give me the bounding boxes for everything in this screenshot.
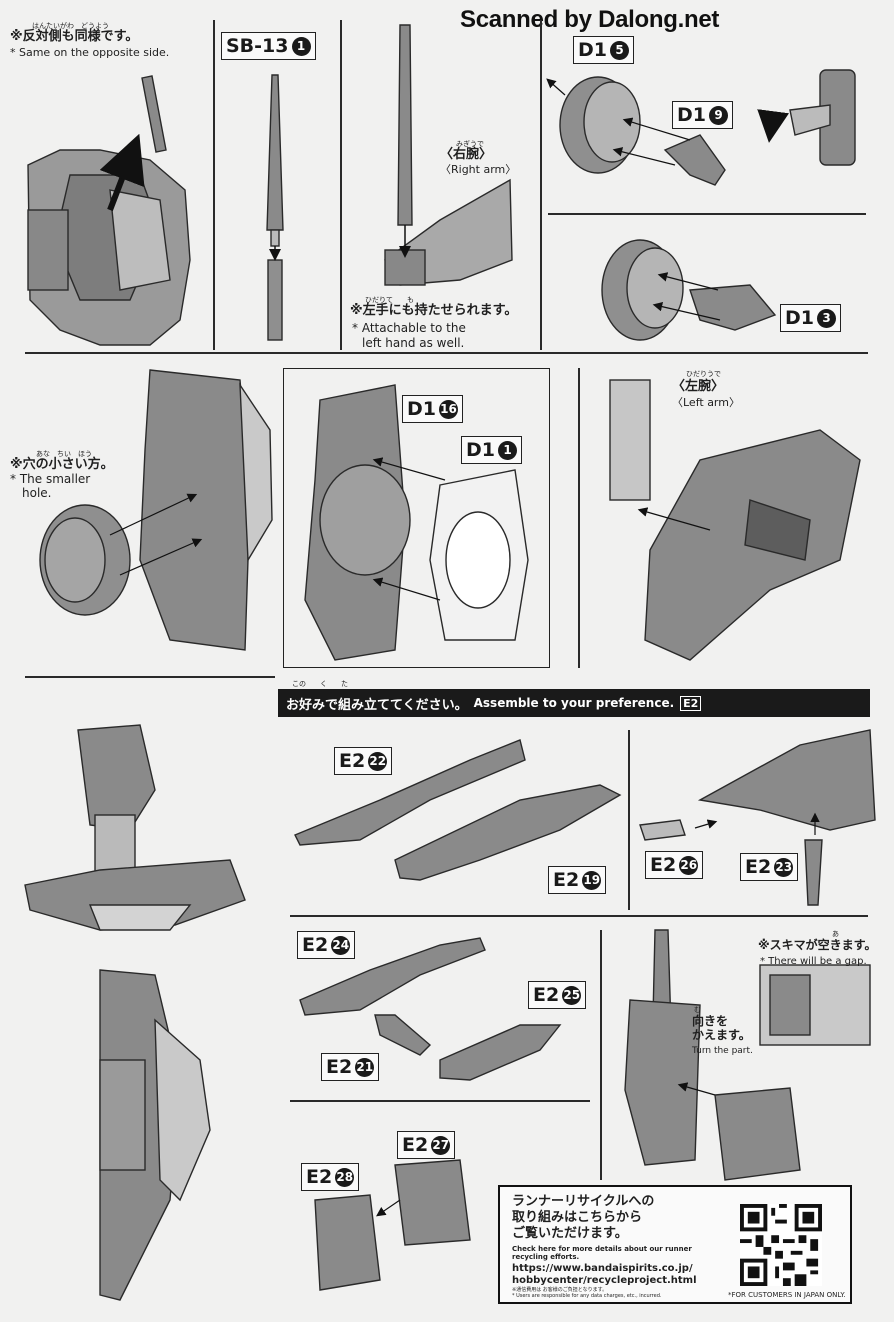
smaller-hole-en-1: * The smaller (10, 472, 91, 486)
divider (213, 20, 215, 350)
divider (540, 20, 542, 350)
divider (340, 20, 342, 350)
left-hand-en-1: * Attachable to the (352, 321, 466, 335)
turn-note-en: Turn the part. (692, 1046, 753, 1056)
divider (290, 915, 868, 917)
gap-ruby: あ (832, 930, 839, 938)
gap-note-en: * There will be a gap. (760, 956, 867, 967)
japan-only-note: *FOR CUSTOMERS IN JAPAN ONLY. (728, 1291, 846, 1299)
recycle-en-1: Check here for more details about our ru… (512, 1245, 692, 1253)
right-arm-en: 〈Right arm〉 (440, 163, 517, 176)
recycle-jp-3: ご覧いただけます。 (512, 1226, 628, 1241)
left-arm-jp: 〈左腕〉 (672, 379, 725, 394)
detail-frame (283, 368, 550, 668)
banner-jp: お好みで組み立ててください。 (286, 697, 468, 713)
divider (548, 213, 866, 215)
banner-en: Assemble to your preference. (473, 696, 675, 710)
smaller-ruby: あな ちい ほう (36, 450, 92, 458)
preference-banner: お好みで組み立ててください。 Assemble to your preferen… (278, 689, 870, 717)
left-hand-en-2: left hand as well. (362, 336, 465, 350)
opposite-ruby: はんたいがわ どうよう (32, 22, 109, 30)
recycle-jp-1: ランナーリサイクルへの (512, 1194, 655, 1209)
smaller-hole-en-2: hole. (22, 486, 52, 500)
left-hand-jp: ※左手にも持たせられます。 (350, 303, 518, 318)
torso-illustration (27, 149, 191, 346)
turn-note-jp-2: かえます。 (692, 1028, 751, 1042)
recycle-url-1[interactable]: https://www.bandaispirits.co.jp/ (512, 1263, 693, 1274)
divider (578, 368, 580, 668)
banner-tag: E2 (680, 695, 702, 711)
opposite-note-jp: ※反対側も同様です。 (10, 29, 139, 44)
left-arm-ruby: ひだりうで (686, 370, 721, 378)
divider (25, 676, 275, 678)
recycle-jp-2: 取り組みはこちらから (512, 1210, 643, 1225)
qr-code-icon[interactable] (740, 1204, 822, 1286)
watermark: Scanned by Dalong.net (460, 6, 720, 33)
recycle-url-2[interactable]: hobbycenter/recycleproject.html (512, 1275, 697, 1286)
turn-note-jp-1: 向きを (692, 1014, 729, 1028)
divider (600, 930, 602, 1180)
opposite-note-en: * Same on the opposite side. (10, 46, 170, 59)
right-arm-ruby: みぎうで (456, 140, 484, 148)
banner-ruby: この く た (292, 680, 348, 688)
gap-note-jp: ※スキマが空きます。 (758, 938, 877, 952)
left-arm-en: 〈Left arm〉 (672, 396, 740, 409)
recycle-fine-jp: ※通信費用は お客様のご負担となります。 (512, 1287, 608, 1293)
left-hand-ruby: ひだりて も (365, 296, 414, 304)
divider (628, 730, 630, 910)
smaller-hole-jp: ※穴の小さい方。 (10, 457, 114, 472)
right-arm-jp: 〈右腕〉 (440, 147, 493, 162)
recycle-fine-en: * Users are responsible for any data cha… (512, 1293, 662, 1299)
divider (25, 352, 868, 354)
turn-ruby: む (694, 1006, 701, 1014)
recycle-en-2: recycling efforts. (512, 1253, 580, 1261)
divider (290, 1100, 590, 1102)
